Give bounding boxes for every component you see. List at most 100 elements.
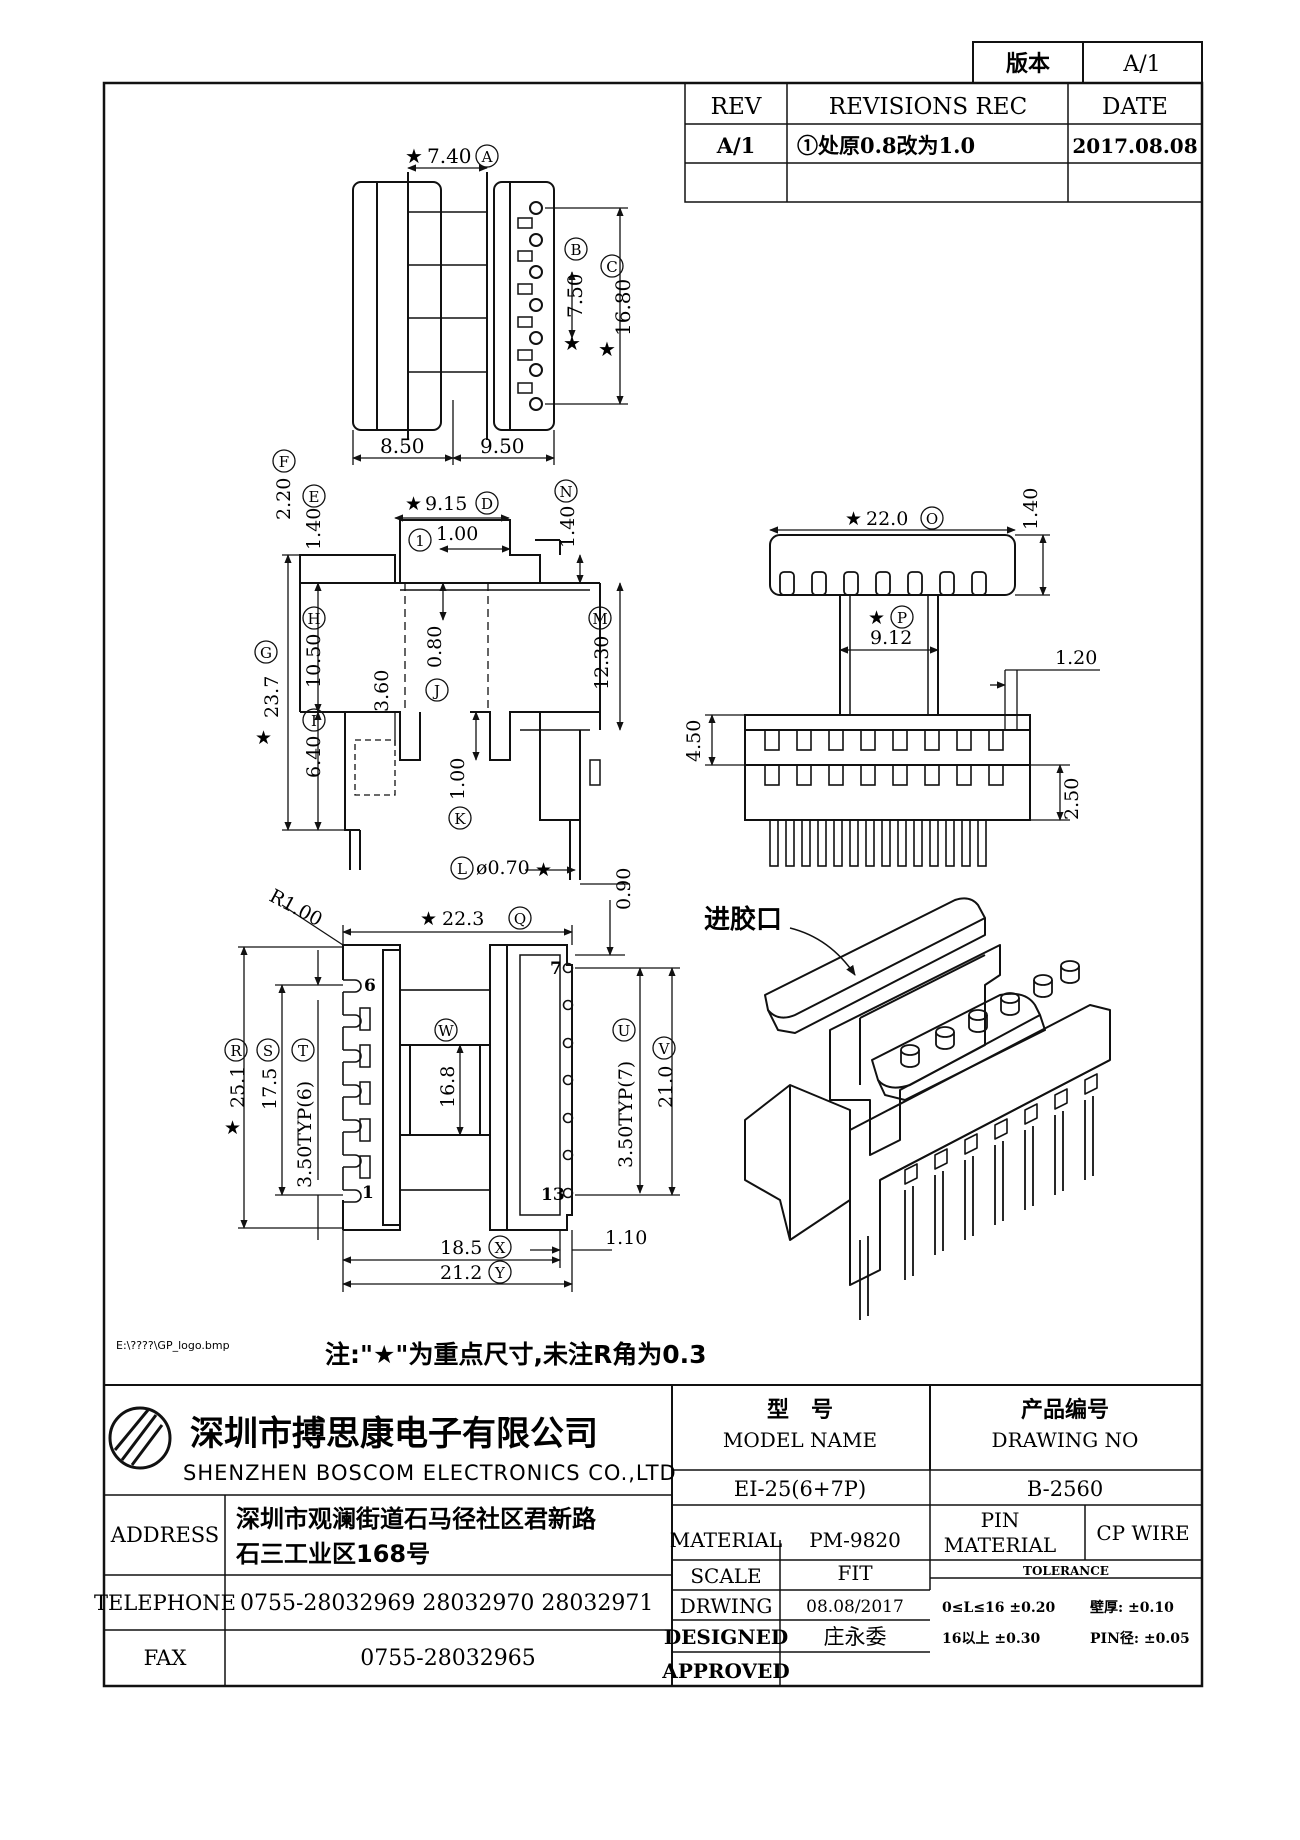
pin-7-label: 7: [550, 959, 562, 979]
star-icon: ★: [535, 859, 552, 881]
approved-label: APPROVED: [661, 1659, 789, 1683]
dim-x: 18.5: [440, 1237, 482, 1259]
dim-s1: 4.50: [683, 720, 705, 762]
bottom-view-labels: R1.00 ★ 22.3 Q 0.90 R 25.1 ★ S 17.5 T 3.…: [224, 868, 677, 1284]
callout-x: X: [495, 1239, 506, 1257]
fax-label: FAX: [144, 1646, 187, 1670]
fax-value: 0755-28032965: [360, 1646, 535, 1671]
drawing-no-value: B-2560: [1027, 1477, 1103, 1501]
dim-top-right: 9.50: [480, 434, 525, 458]
callout-y: Y: [494, 1264, 506, 1282]
callout-l: L: [457, 860, 467, 878]
dim-p2: 1.20: [1055, 647, 1097, 669]
drawing-date: 08.08/2017: [806, 1597, 904, 1617]
dim-g: 23.7: [261, 676, 283, 718]
star-icon: ★: [420, 908, 437, 930]
material-value: PM-9820: [809, 1528, 901, 1552]
telephone-label: TELEPHONE: [94, 1591, 236, 1615]
dim-h: 10.50: [303, 634, 325, 688]
rev-header: REV: [711, 94, 762, 120]
dim-n: 1.40: [557, 506, 579, 548]
dim-o-right: 1.40: [1020, 488, 1042, 530]
tol-line-3: 16以上 ±0.30: [942, 1631, 1040, 1647]
model-name-value: EI-25(6+7P): [734, 1477, 866, 1501]
telephone-value: 0755-28032969 28032970 28032971: [240, 1591, 653, 1616]
tol-line-1: 0≤L≤16 ±0.20: [942, 1600, 1055, 1616]
callout-r: R: [230, 1042, 242, 1060]
drawing-no-en: DRAWING NO: [992, 1428, 1139, 1452]
callout-w: W: [438, 1022, 454, 1040]
callout-d: D: [481, 495, 493, 513]
dim-r: 25.1: [227, 1066, 249, 1108]
model-name-en: MODEL NAME: [723, 1428, 877, 1452]
star-icon: ★: [224, 1117, 241, 1139]
dim-u: 3.50TYP(7): [615, 1061, 637, 1168]
drawing-label: DRWING: [680, 1594, 773, 1618]
pin-13-label: 13: [541, 1185, 565, 1205]
pin-material-label-2: MATERIAL: [944, 1533, 1056, 1557]
star-icon: ★: [845, 508, 862, 530]
callout-i: I: [311, 712, 317, 730]
dim-s: 17.5: [259, 1068, 281, 1110]
dim-top-b: 7.50: [563, 273, 587, 318]
bottom-view: [342, 944, 574, 1231]
inject-callout: 进胶口: [704, 904, 856, 976]
date-value: 2017.08.08: [1072, 134, 1197, 158]
callout-t: T: [298, 1042, 308, 1060]
callout-u: U: [618, 1022, 631, 1040]
designed-label: DESIGNED: [664, 1625, 788, 1649]
callout-f: F: [279, 453, 289, 471]
scale-label: SCALE: [690, 1564, 761, 1588]
inject-label: 进胶口: [704, 904, 782, 935]
dim-v: 21.0: [655, 1066, 677, 1108]
address-line-1: 深圳市观澜街道石马径社区君新路: [236, 1505, 597, 1533]
callout-one: 1: [415, 532, 425, 550]
version-block: 版本 A/1: [972, 41, 1203, 84]
dim-i2: 3.60: [371, 670, 393, 712]
address-line-2: 石三工业区168号: [235, 1540, 430, 1568]
callout-h: H: [307, 610, 320, 628]
dim-k: 1.00: [447, 758, 469, 800]
star-icon: ★: [598, 337, 616, 361]
side-view-dimensions: [705, 526, 1100, 821]
drawing-no-cn: 产品编号: [1021, 1397, 1109, 1423]
dim-j: 0.80: [424, 626, 446, 668]
dim-e: 1.40: [303, 508, 325, 550]
callout-q: Q: [514, 910, 526, 928]
dim-s2: 2.50: [1061, 778, 1083, 820]
pin-material-label-1: PIN: [981, 1508, 1020, 1532]
callout-v: V: [658, 1040, 671, 1058]
rec-header: REVISIONS REC: [829, 94, 1027, 120]
star-icon: ★: [868, 607, 885, 629]
dim-d: 9.15: [425, 493, 467, 515]
tolerance-label: TOLERANCE: [1023, 1564, 1109, 1578]
scale-value: FIT: [837, 1561, 873, 1585]
dim-f: 2.20: [273, 478, 295, 520]
sheet-border: [102, 81, 1204, 1688]
tol-line-2: 壁厚: ±0.10: [1090, 1599, 1174, 1616]
bottom-view-dimensions: [238, 900, 680, 1292]
dim-t: 3.50TYP(6): [294, 1081, 316, 1188]
address-label: ADDRESS: [110, 1523, 219, 1547]
model-name-cn: 型 号: [767, 1397, 833, 1423]
drawing-note: 注:"★"为重点尺寸,未注R角为0.3: [325, 1340, 707, 1369]
top-view-dimensions: [352, 164, 628, 465]
dim-top-c: 16.80: [611, 279, 635, 336]
side-view: [744, 534, 1031, 867]
top-view-labels: ★ 7.40 A B C 7.50 ★ 16.80 ★ 8.50 9.50: [380, 144, 635, 458]
callout-s: S: [263, 1042, 273, 1060]
rec-value: ①处原0.8改为1.0: [797, 133, 975, 158]
dim-r-corner: R1.00: [266, 885, 326, 931]
dim-top-a: 7.40: [427, 144, 472, 168]
pin-1-label: 1: [362, 1183, 374, 1203]
callout-e: E: [309, 488, 320, 506]
designed-value: 庄永委: [824, 1625, 887, 1649]
company-logo: [108, 1406, 172, 1470]
isometric-view: [744, 897, 1111, 1320]
star-icon: ★: [563, 331, 581, 355]
dim-q-right: 0.90: [613, 868, 635, 910]
front-view: [299, 519, 601, 880]
date-header: DATE: [1102, 94, 1168, 120]
callout-a: A: [481, 148, 493, 166]
